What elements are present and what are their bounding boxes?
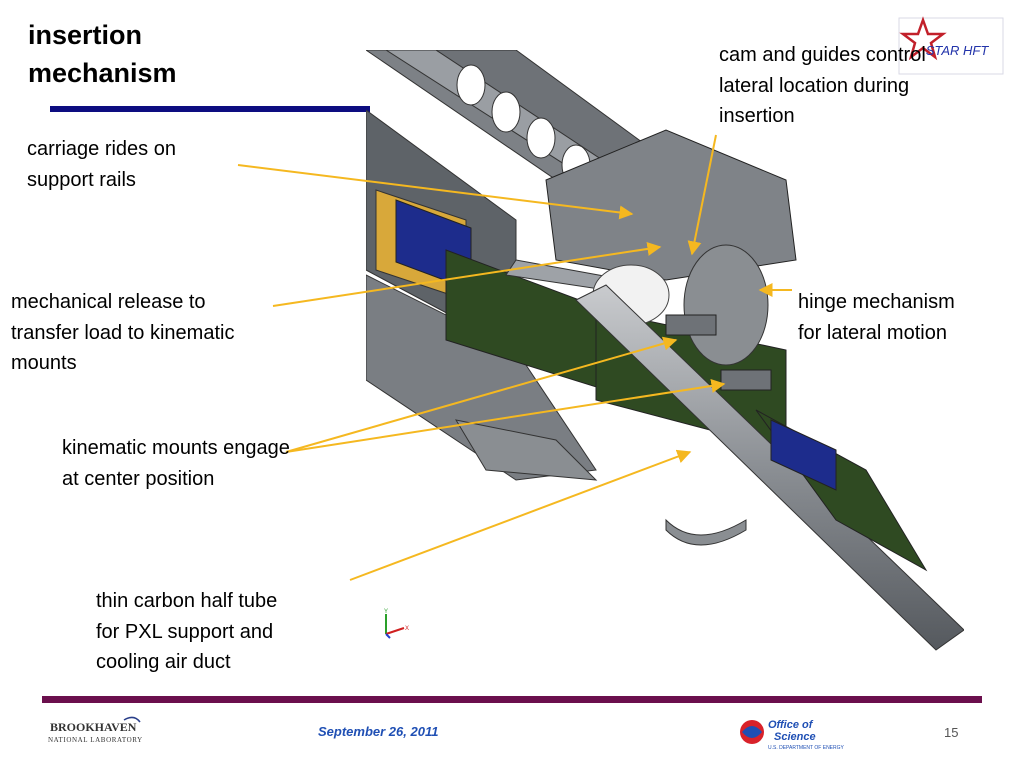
callout-line: kinematic mounts engage <box>62 437 290 459</box>
callout-line: mechanical release to <box>11 291 206 313</box>
callout-hinge: hinge mechanism for lateral motion <box>798 287 998 348</box>
callout-line: cam and guides control <box>719 44 926 66</box>
brookhaven-sub-text: NATIONAL LABORATORY <box>48 736 143 744</box>
star-hft-logo: STAR HFT <box>898 16 1004 75</box>
callout-line: thin carbon half tube <box>96 590 278 612</box>
footer-rule <box>42 696 982 703</box>
callout-line: lateral location during <box>719 74 910 97</box>
callout-cam-guides: cam and guides control lateral location … <box>719 40 1009 132</box>
callout-mechanical-release: mechanical release to transfer load to k… <box>11 287 291 379</box>
callout-line: for lateral motion <box>798 321 947 344</box>
callout-line: mounts <box>11 352 77 374</box>
slide-title: insertion mechanism <box>28 16 328 92</box>
callout-carriage: carriage rides on support rails <box>27 134 237 195</box>
doe-text-line2: Science <box>774 731 816 743</box>
brookhaven-logo: BROOKHAVEN NATIONAL LABORATORY <box>48 716 143 744</box>
callout-line: hinge mechanism <box>798 291 955 313</box>
callout-line: support rails <box>27 168 136 191</box>
doe-office-of-science-logo: Office of Science U.S. DEPARTMENT OF ENE… <box>740 719 845 751</box>
callout-line: at center position <box>62 467 215 490</box>
orientation-axes-icon: Y X <box>384 609 409 639</box>
page-number: 15 <box>944 725 959 740</box>
axis-x-label: X <box>405 626 409 632</box>
callout-line: for PXL support and <box>96 620 274 643</box>
star-hft-text: STAR HFT <box>926 43 990 58</box>
callout-line: transfer load to kinematic <box>11 321 235 344</box>
axis-y-label: Y <box>384 609 388 615</box>
callout-line: insertion <box>719 105 795 127</box>
doe-text-line1: Office of <box>768 719 814 731</box>
footer-date: September 26, 2011 <box>318 724 439 739</box>
title-line: insertion <box>28 20 143 50</box>
title-line: mechanism <box>28 58 177 88</box>
callout-line: carriage rides on <box>27 138 176 160</box>
doe-text-line3: U.S. DEPARTMENT OF ENERGY <box>768 745 845 751</box>
title-underline <box>50 106 370 112</box>
callout-carbon-tube: thin carbon half tube for PXL support an… <box>96 586 356 678</box>
cad-rendering <box>366 50 964 651</box>
callout-line: cooling air duct <box>96 651 231 673</box>
callout-kinematic-mounts: kinematic mounts engage at center positi… <box>62 433 342 494</box>
brookhaven-text: BROOKHAVEN <box>50 720 137 734</box>
